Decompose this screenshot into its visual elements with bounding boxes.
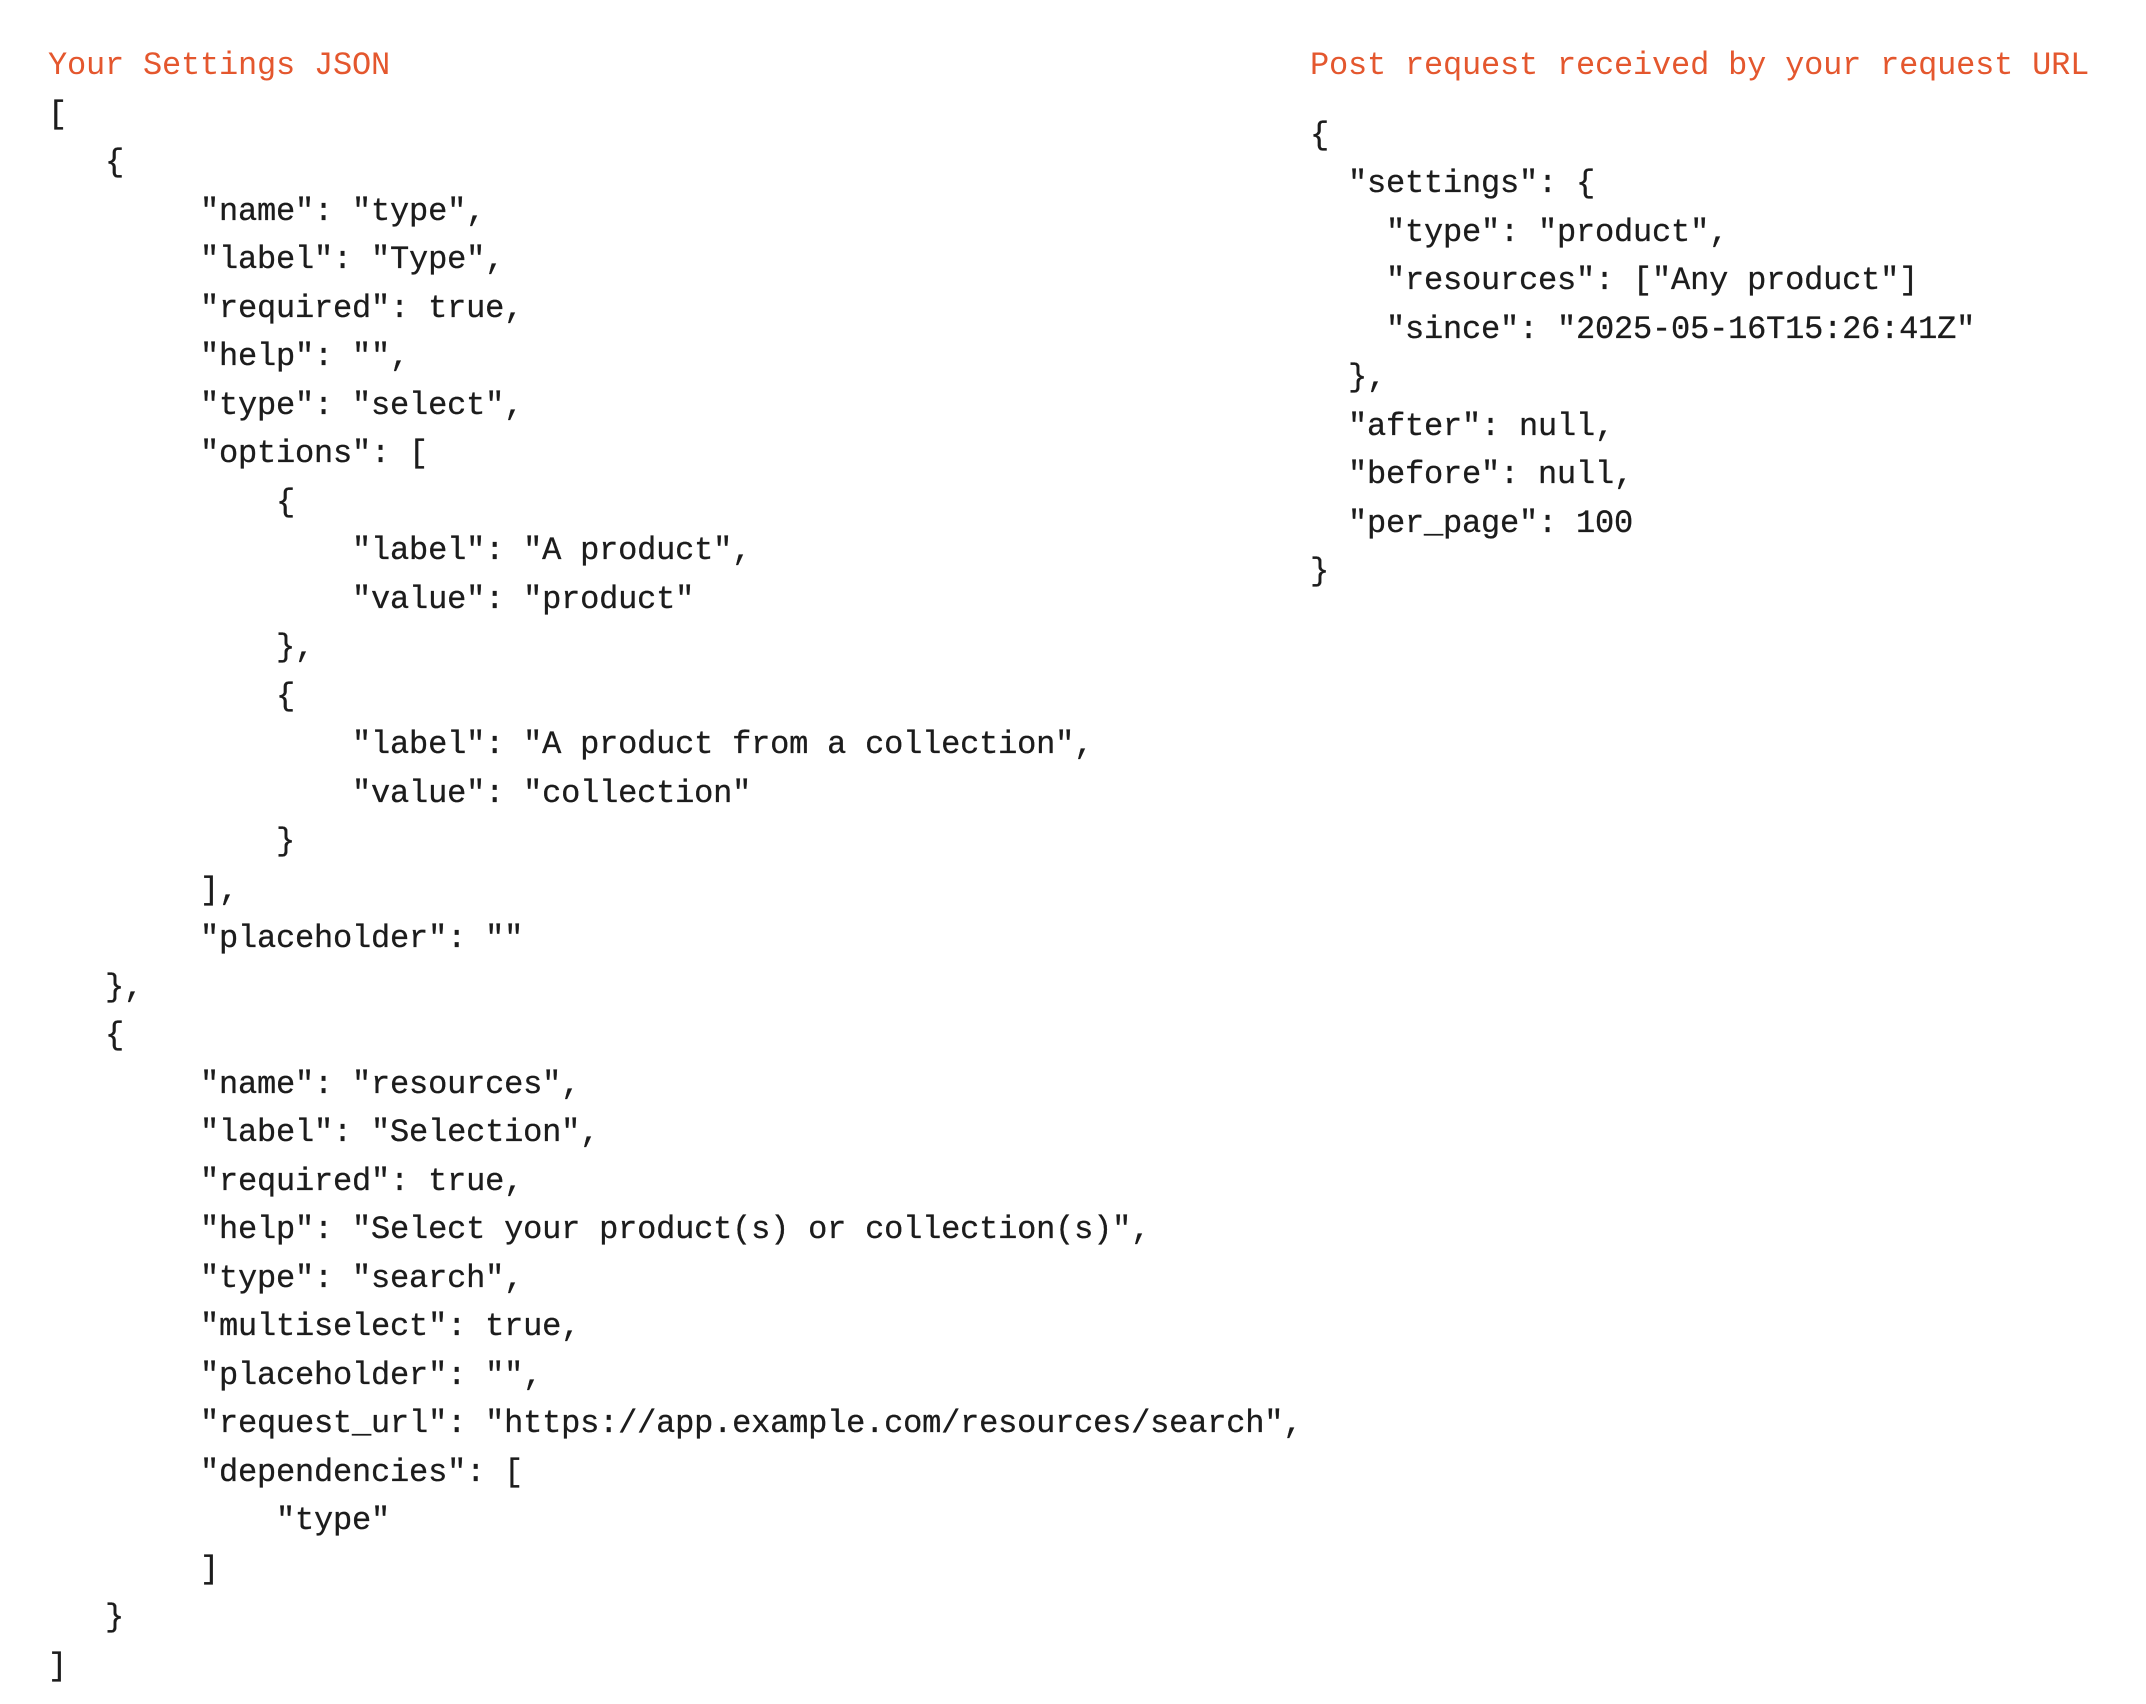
code-line: "resources": ["Any product"]	[1310, 262, 1919, 299]
post-request-code: { "settings": { "type": "product", "reso…	[1310, 112, 2089, 597]
code-line: "value": "collection"	[48, 774, 752, 812]
code-line: {	[1310, 116, 1330, 154]
code-line: "name": "type",	[48, 192, 486, 230]
code-line: "name": "resources",	[48, 1065, 581, 1103]
code-line: "label": "Selection",	[48, 1114, 600, 1151]
code-line: }	[1310, 553, 1330, 590]
code-line: },	[48, 968, 144, 1006]
code-line: "before": null,	[1310, 456, 1634, 493]
post-request-heading: Post request received by your request UR…	[1310, 47, 2090, 84]
code-line: ],	[48, 871, 239, 909]
code-line: "multiselect": true,	[48, 1308, 581, 1345]
code-line: "help": "",	[48, 338, 410, 375]
code-line: "request_url": "https://app.example.com/…	[48, 1405, 1303, 1442]
code-line: "type": "select",	[48, 386, 524, 424]
code-line: [	[48, 95, 68, 133]
code-line: },	[1310, 359, 1387, 396]
code-line: "placeholder": "",	[48, 1356, 543, 1394]
code-line: "label": "A product from a collection",	[48, 726, 1094, 763]
code-line: "per_page": 100	[1310, 504, 1634, 542]
code-line: "type": "search",	[48, 1259, 524, 1297]
code-line: "since": "2025-05-16T15:26:41Z"	[1310, 310, 1976, 348]
code-line: "placeholder": ""	[48, 920, 524, 957]
post-request-panel: Post request received by your request UR…	[1310, 42, 2089, 597]
code-line: }	[48, 1599, 125, 1636]
code-line: "after": null,	[1310, 407, 1615, 445]
code-line: "dependencies": [	[48, 1453, 524, 1491]
code-line: "label": "Type",	[48, 241, 505, 278]
code-line: {	[48, 144, 125, 181]
settings-json-code: [ { "name": "type", "label": "Type", "re…	[48, 91, 1303, 1692]
code-line: "type": "product",	[1310, 213, 1729, 251]
code-line: }	[48, 823, 296, 860]
code-line: {	[48, 677, 296, 715]
code-line: "options": [	[48, 435, 429, 472]
settings-json-heading: Your Settings JSON	[48, 47, 391, 84]
code-line: "help": "Select your product(s) or colle…	[48, 1211, 1151, 1248]
code-line: "required": true,	[48, 289, 524, 327]
code-line: "value": "product"	[48, 580, 695, 618]
code-line: {	[48, 483, 296, 521]
settings-json-panel: Your Settings JSON [ { "name": "type", "…	[48, 42, 1303, 1692]
code-line: "type"	[48, 1502, 391, 1539]
code-line: "settings": {	[1310, 165, 1596, 202]
code-line: ]	[48, 1550, 220, 1588]
code-line: ]	[48, 1647, 68, 1685]
code-line: "required": true,	[48, 1162, 524, 1200]
code-line: "label": "A product",	[48, 532, 752, 569]
code-line: },	[48, 629, 315, 666]
code-line: {	[48, 1017, 125, 1054]
